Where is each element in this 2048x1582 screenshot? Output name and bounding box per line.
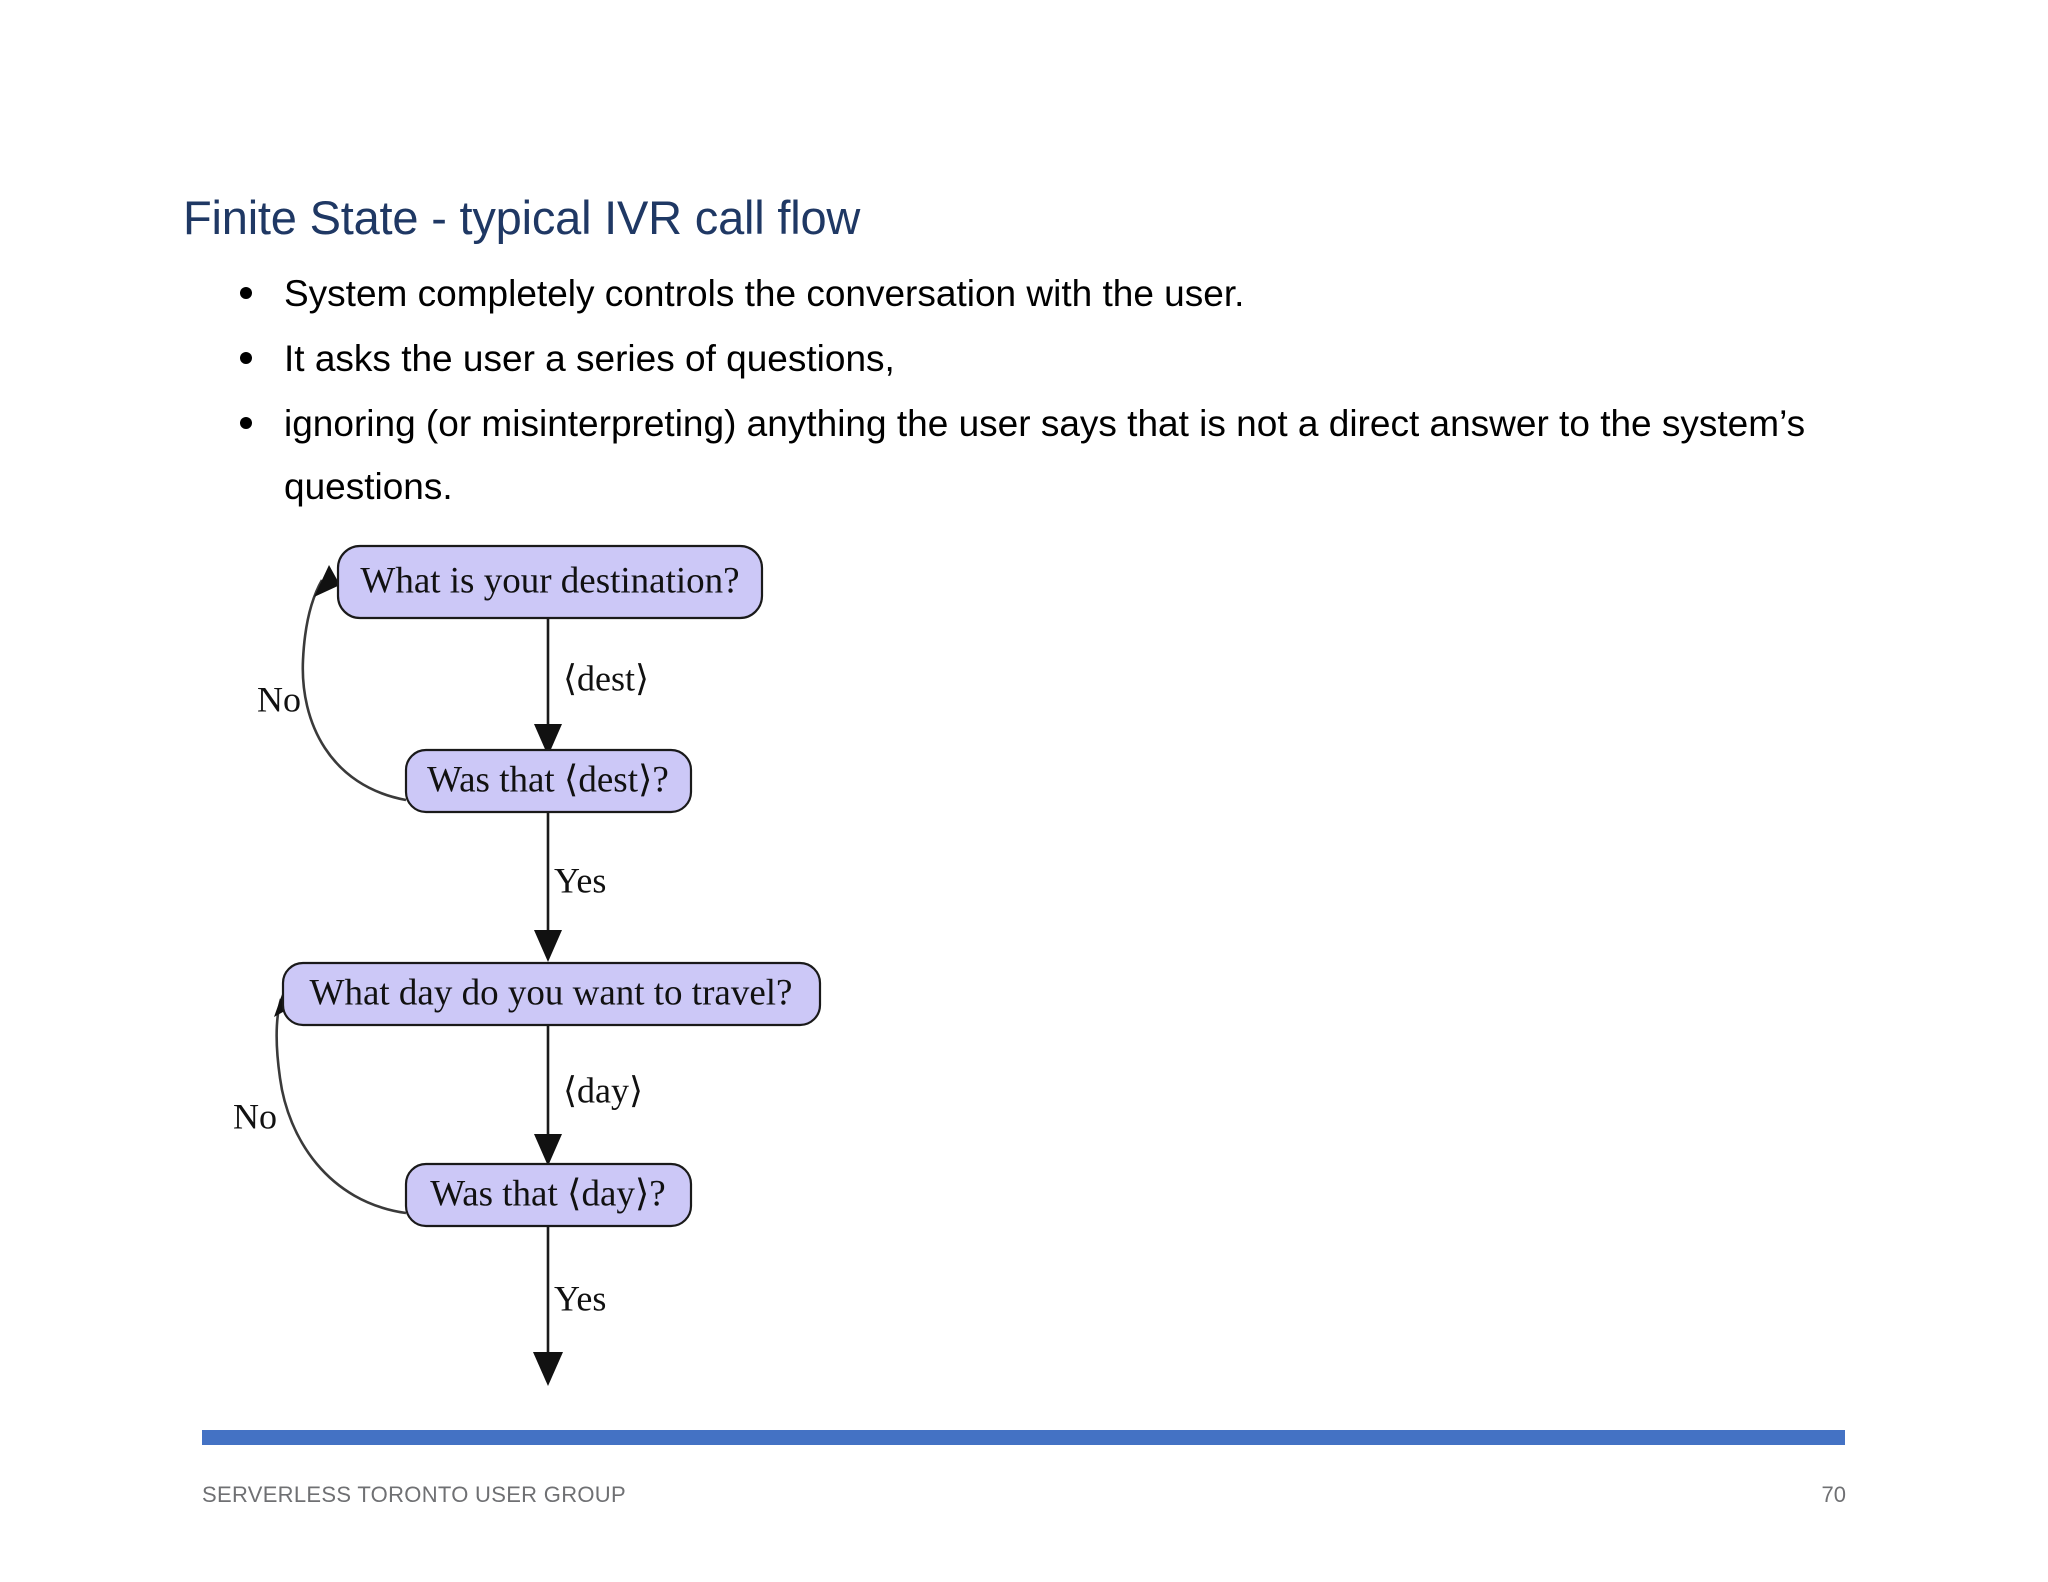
arrow-head-icon xyxy=(274,983,299,1017)
list-item: It asks the user a series of questions, xyxy=(233,327,1843,390)
list-item-text: System completely controls the conversat… xyxy=(284,273,1245,314)
flow-node-confirm-day[interactable]: Was that ⟨day⟩? xyxy=(404,1162,693,1228)
arrow-head-icon xyxy=(534,930,562,962)
bullet-dot-icon xyxy=(240,417,252,429)
flow-node-label: What day do you want to travel? xyxy=(310,972,793,1013)
footer-page-number: 70 xyxy=(1821,1482,1846,1507)
list-item-text: It asks the user a series of questions, xyxy=(284,338,895,379)
arrow-head-icon xyxy=(533,1352,563,1386)
flow-node-ask-dest[interactable]: What is your destination? xyxy=(336,544,764,620)
flow-node-ask-day[interactable]: What day do you want to travel? xyxy=(281,961,822,1027)
flow-node-label: What is your destination? xyxy=(360,560,739,601)
edge-label-yes-day: Yes xyxy=(554,1278,606,1318)
edge-label-no-dest: No xyxy=(257,679,301,719)
list-item: System completely controls the conversat… xyxy=(233,262,1843,325)
arrow-head-icon xyxy=(314,565,340,597)
flow-node-confirm-dest[interactable]: Was that ⟨dest⟩? xyxy=(404,748,693,814)
bullet-list: System completely controls the conversat… xyxy=(233,262,1843,520)
edge-curve-no-day xyxy=(275,998,407,1215)
arrow-head-icon xyxy=(534,1134,562,1166)
footer-accent-bar xyxy=(202,1430,1845,1445)
edge-label-no-day: No xyxy=(233,1096,277,1136)
edge-label-day: ⟨day⟩ xyxy=(563,1070,643,1110)
list-item: ignoring (or misinterpreting) anything t… xyxy=(233,392,1843,518)
list-item-text: ignoring (or misinterpreting) anything t… xyxy=(284,403,1806,507)
page-title: Finite State - typical IVR call flow xyxy=(183,191,861,244)
edge-label-yes-dest: Yes xyxy=(554,860,606,900)
footer-organization: SERVERLESS TORONTO USER GROUP xyxy=(202,1482,626,1507)
bullet-dot-icon xyxy=(240,352,252,364)
edge-curve-no-dest xyxy=(301,579,407,802)
bullet-dot-icon xyxy=(240,287,252,299)
flow-node-label: Was that ⟨dest⟩? xyxy=(427,759,669,800)
arrow-head-icon xyxy=(534,724,562,756)
flow-node-label: Was that ⟨day⟩? xyxy=(430,1173,665,1214)
edge-label-dest: ⟨dest⟩ xyxy=(563,658,649,698)
